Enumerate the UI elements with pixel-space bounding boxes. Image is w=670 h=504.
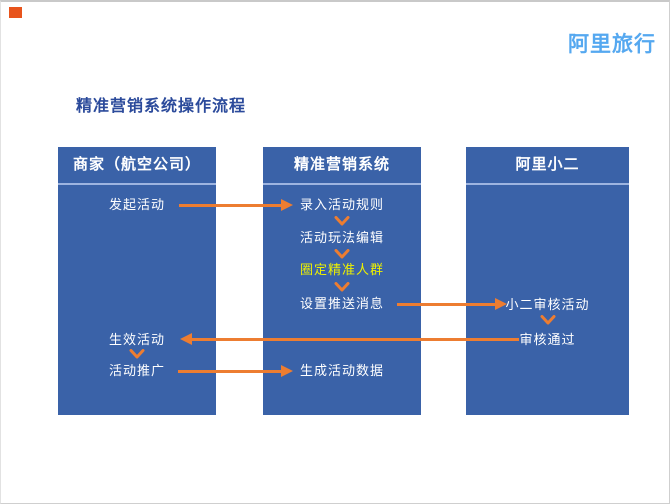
lane-marketing-system-header: 精准营销系统 bbox=[263, 147, 421, 185]
step-target-precise-audience: 圈定精准人群 bbox=[299, 262, 384, 277]
arrow-down-icon bbox=[334, 282, 350, 292]
step-set-push-message: 设置推送消息 bbox=[299, 296, 384, 311]
arrow-down-icon bbox=[334, 216, 350, 226]
lane-merchant: 商家（航空公司） 发起活动 生效活动 活动推广 bbox=[58, 147, 216, 415]
arrow-right-icon bbox=[397, 298, 507, 310]
alitrip-logo: 阿里旅行 bbox=[568, 33, 656, 56]
step-edit-activity-gameplay: 活动玩法编辑 bbox=[299, 230, 384, 245]
arrow-down-icon bbox=[334, 249, 350, 259]
step-staff-review-activity: 小二审核活动 bbox=[505, 297, 590, 312]
arrow-right-icon bbox=[179, 199, 293, 211]
step-initiate-activity: 发起活动 bbox=[108, 197, 165, 212]
lane-merchant-header: 商家（航空公司） bbox=[58, 147, 216, 185]
lane-ali-staff: 阿里小二 小二审核活动 审核通过 bbox=[466, 147, 629, 415]
arrow-down-icon bbox=[540, 315, 555, 325]
arrow-down-icon bbox=[129, 349, 145, 359]
step-enter-activity-rules: 录入活动规则 bbox=[299, 197, 384, 212]
step-generate-activity-data: 生成活动数据 bbox=[299, 363, 384, 378]
arrow-right-icon bbox=[178, 365, 293, 377]
arrow-left-icon bbox=[180, 333, 519, 345]
page-title: 精准营销系统操作流程 bbox=[76, 98, 247, 115]
lane-ali-staff-header: 阿里小二 bbox=[466, 147, 629, 185]
step-activity-effective: 生效活动 bbox=[108, 332, 165, 347]
step-review-approved: 审核通过 bbox=[519, 332, 576, 347]
step-activity-promotion: 活动推广 bbox=[108, 363, 165, 378]
corner-mark-icon bbox=[9, 7, 22, 18]
